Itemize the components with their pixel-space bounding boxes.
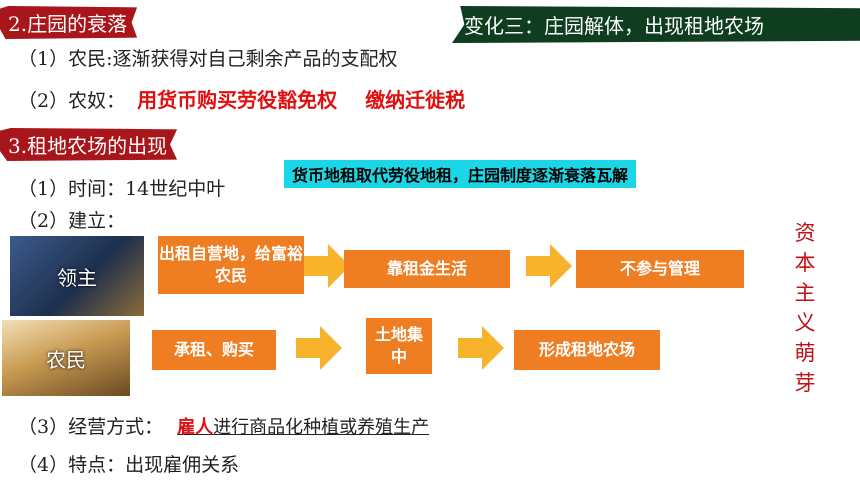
feature-text: 出现雇佣关系 xyxy=(125,454,240,476)
lord-flow-step-2: 靠租金生活 xyxy=(344,250,510,288)
capitalism-sprout-vertical: 资本主义萌芽 xyxy=(794,221,816,395)
arrow-right-icon xyxy=(458,326,504,370)
establish-label: （2）建立： xyxy=(18,210,126,232)
lord-flow-step-1: 出租自营地，给富裕农民 xyxy=(158,236,304,294)
peasant-image-label: 农民 xyxy=(46,347,86,372)
peasant-flow-step-2: 土地集中 xyxy=(366,318,432,374)
lord-flow-step-3: 不参与管理 xyxy=(576,250,744,288)
section-3-title: 3.租地农场的出现 xyxy=(0,128,178,161)
serf-redemption: 用货币购买劳役豁免权 xyxy=(137,88,338,112)
serf-migration-tax: 缴纳迁徙税 xyxy=(365,88,466,112)
peasant-line: （1）农民:逐渐获得对自己剩余产品的支配权 xyxy=(18,48,398,70)
operation-content: 雇人进行商品化种植或养殖生产 xyxy=(177,417,429,438)
lord-portrait: 领主 xyxy=(10,236,144,316)
peasant-flow-step-1: 承租、购买 xyxy=(152,330,276,370)
serf-label: （2）农奴： xyxy=(18,90,126,112)
time-label: （1）时间： xyxy=(18,178,126,200)
feature-line: （4）特点：出现雇佣关系 xyxy=(18,450,239,477)
arrow-right-icon xyxy=(304,244,350,288)
operation-text: 进行商品化种植或养殖生产 xyxy=(213,417,430,438)
lord-portrait-label: 领主 xyxy=(57,265,97,290)
serf-line: （2）农奴： 用货币购买劳役豁免权 缴纳迁徙税 xyxy=(18,84,465,113)
arrow-right-icon xyxy=(296,326,342,370)
time-value: 14世纪中叶 xyxy=(125,178,226,200)
operation-hire: 雇人 xyxy=(177,417,214,438)
arrow-right-icon xyxy=(526,244,572,288)
peasant-flow-step-3: 形成租地农场 xyxy=(514,330,660,370)
operation-label: （3）经营方式： xyxy=(18,416,164,438)
peasant-image: 农民 xyxy=(2,320,130,396)
section-2-title: 2.庄园的衰落 xyxy=(0,6,138,39)
change-3-banner: 变化三：庄园解体，出现租地农场 xyxy=(452,6,860,43)
time-line: （1）时间：14世纪中叶 xyxy=(18,174,225,201)
peasant-label: （1）农民 xyxy=(18,48,107,70)
peasant-text: 逐渐获得对自己剩余产品的支配权 xyxy=(112,48,398,70)
feature-label: （4）特点： xyxy=(18,454,126,476)
rent-note-highlight: 货币地租取代劳役地租，庄园制度逐渐衰落瓦解 xyxy=(284,160,637,188)
operation-line: （3）经营方式： 雇人进行商品化种植或养殖生产 xyxy=(18,412,429,439)
